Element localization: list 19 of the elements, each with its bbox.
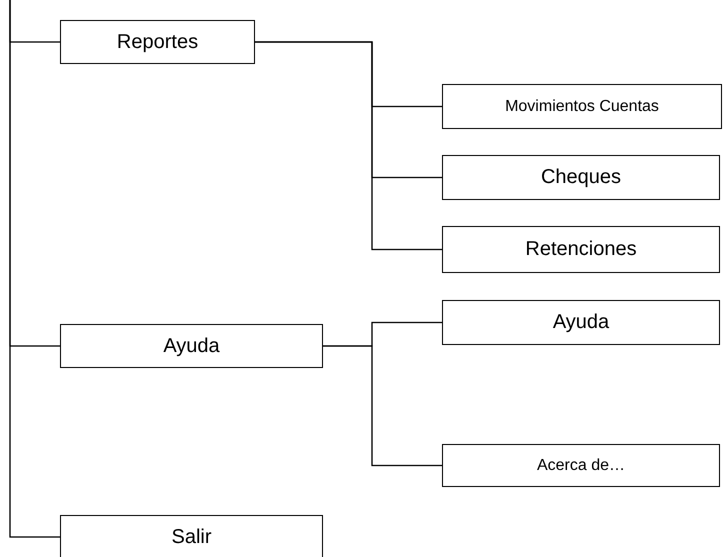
connector-line bbox=[9, 0, 60, 538]
menu-box bbox=[442, 155, 720, 200]
menu-box bbox=[60, 515, 323, 557]
menu-label: Reportes bbox=[116, 30, 198, 54]
menu-label: Acerca de… bbox=[536, 456, 626, 474]
menu-box bbox=[442, 84, 722, 129]
menu-label: Movimientos Cuentas bbox=[505, 98, 659, 116]
menu-label: Ayuda bbox=[163, 334, 220, 358]
connector-line bbox=[255, 41, 442, 250]
menu-box bbox=[442, 300, 720, 345]
connector-line bbox=[323, 345, 442, 466]
menu-label: Retenciones bbox=[525, 238, 637, 261]
menu-label: Cheques bbox=[540, 166, 622, 189]
menu-box bbox=[442, 226, 720, 273]
menu-label: Ayuda bbox=[552, 311, 610, 334]
menu-box bbox=[60, 324, 323, 368]
menu-box bbox=[60, 20, 255, 64]
menu-label: Salir bbox=[171, 526, 212, 548]
menu-box bbox=[442, 444, 720, 487]
